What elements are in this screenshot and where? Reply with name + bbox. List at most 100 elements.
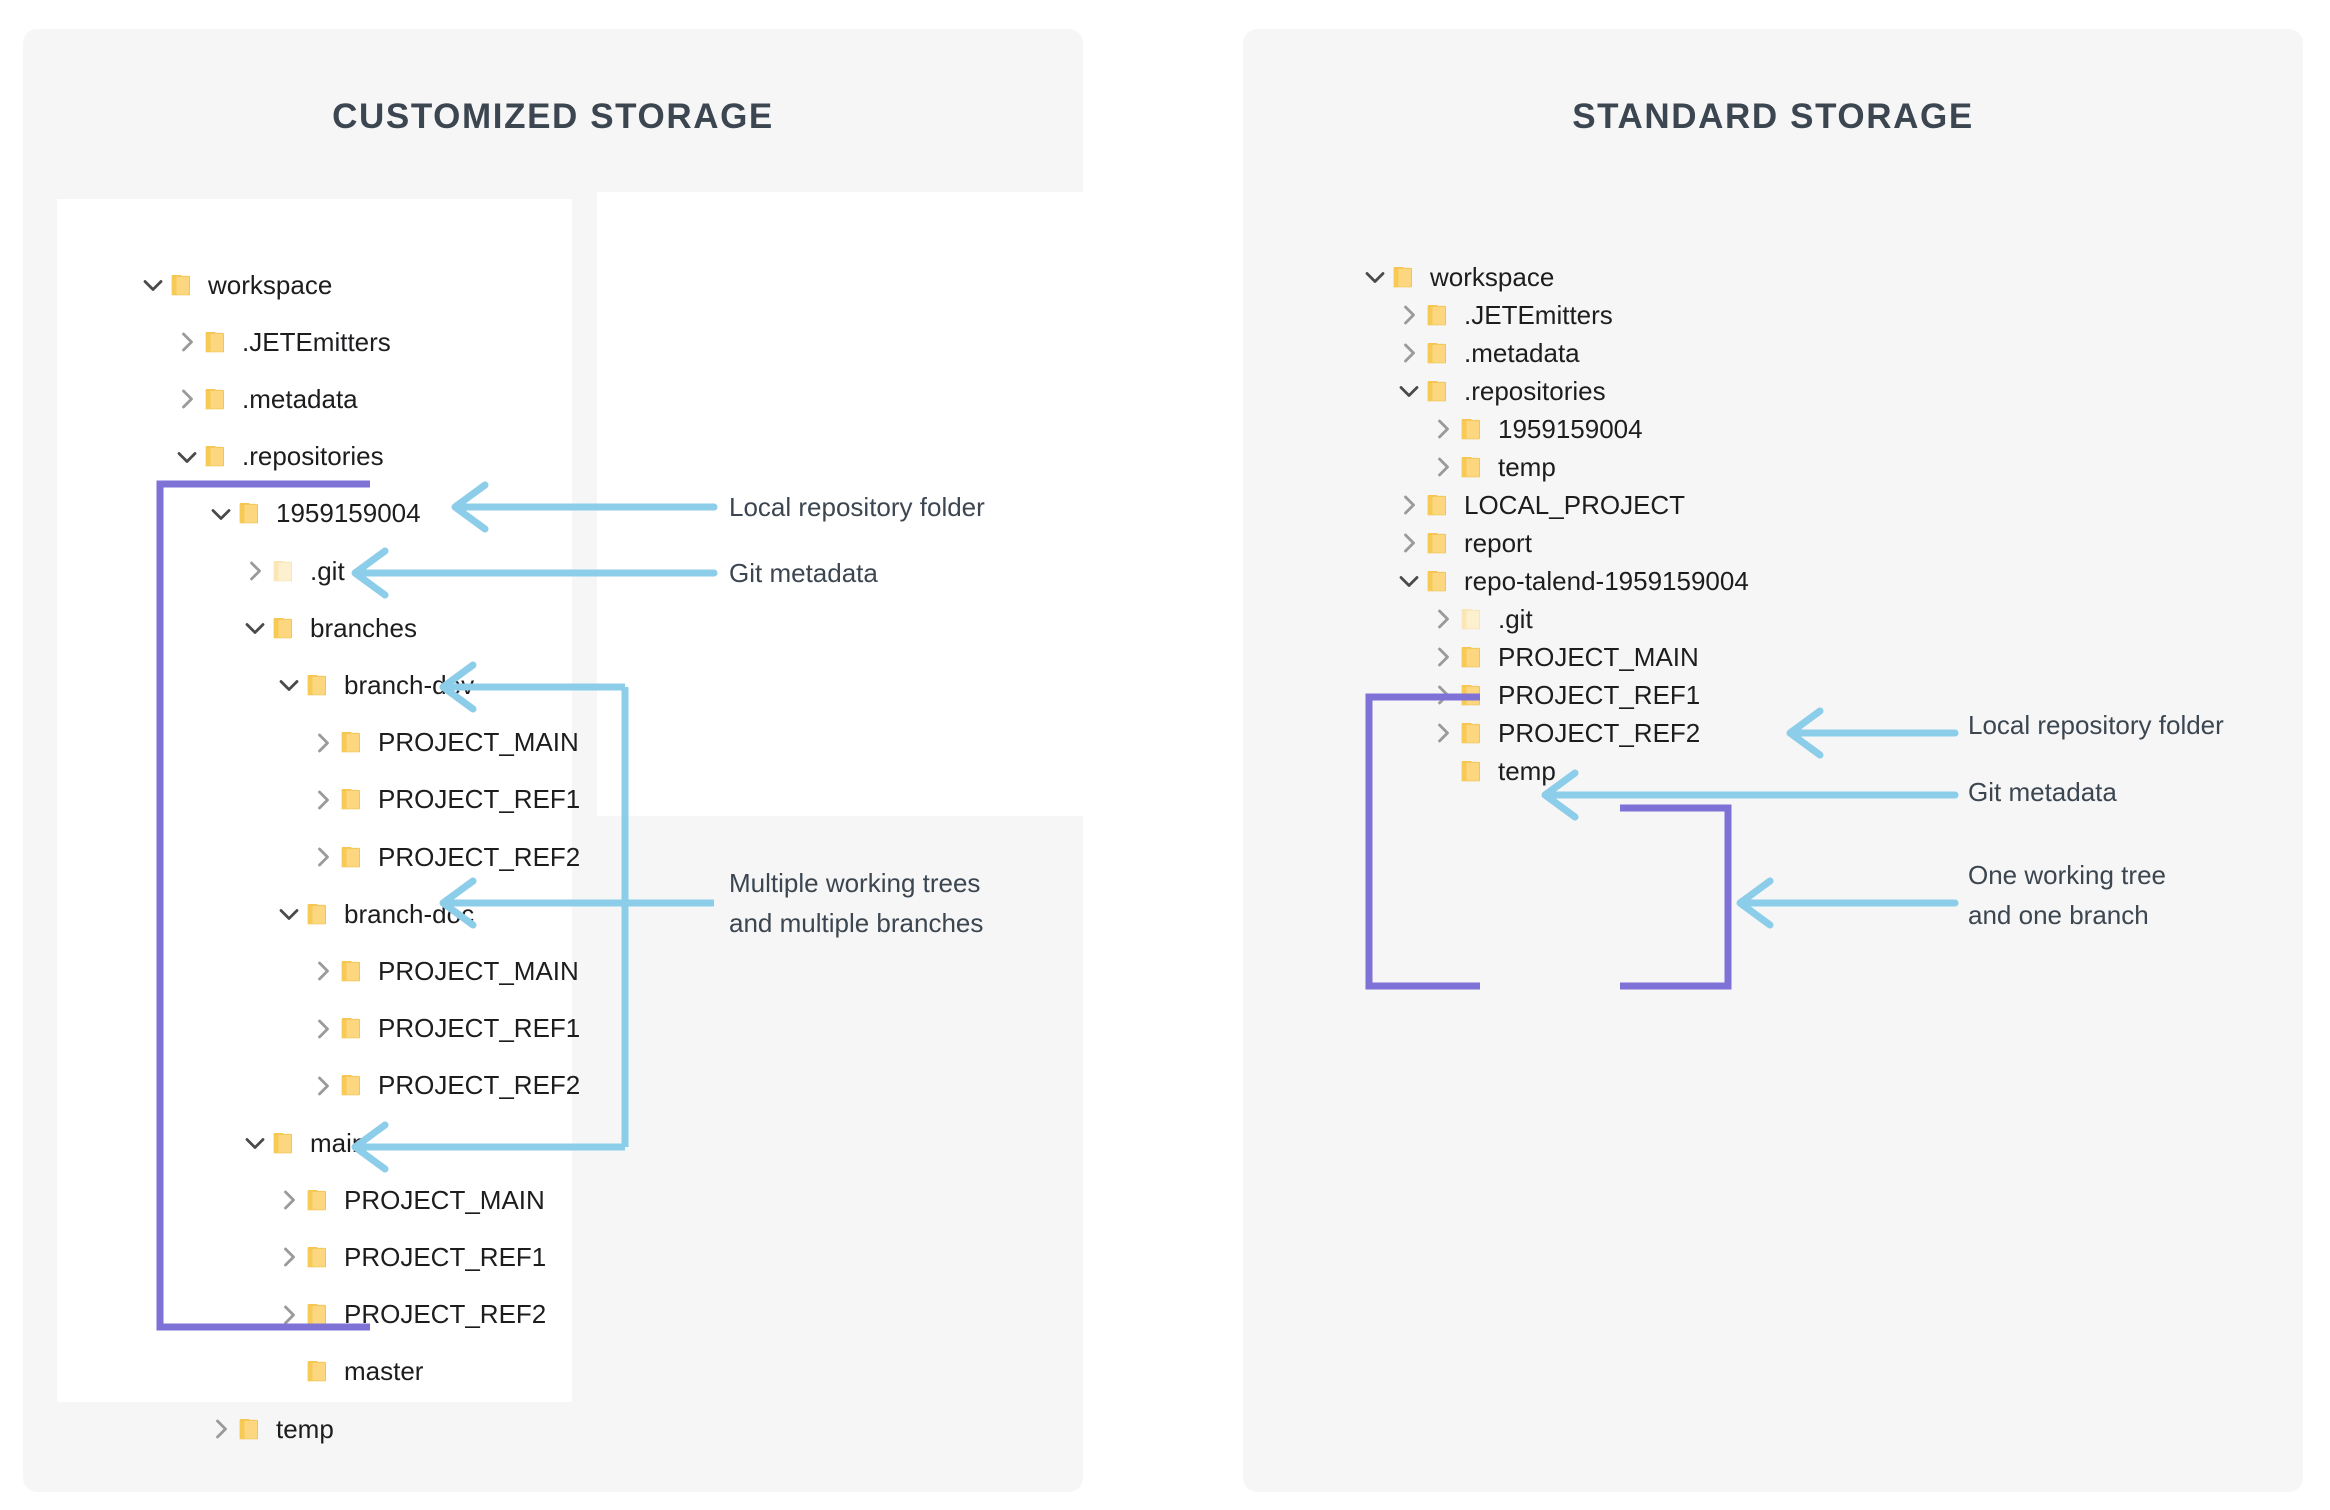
tree-item-git[interactable]: .git [1430,599,1533,639]
chevron-down-icon[interactable] [276,672,302,698]
tree-item-jetemitters[interactable]: .JETEmitters [1396,295,1613,335]
tree-item-metadata[interactable]: .metadata [174,379,358,419]
tree-item-label: master [344,1356,424,1387]
tree-item-label: temp [1498,755,1556,786]
tree-item-label: PROJECT_MAIN [378,955,579,986]
chevron-right-icon[interactable] [1430,454,1456,480]
chevron-down-icon[interactable] [1396,378,1422,404]
panel-standard-storage: STANDARD STORAGE [1243,29,2303,1492]
tree-item-repo-talend-1959159004[interactable]: repo-talend-1959159004 [1396,561,1749,601]
tree-item-label: branches [310,612,417,643]
tree-item-report[interactable]: report [1396,523,1532,563]
chevron-right-icon[interactable] [1430,644,1456,670]
tree-item-project-ref2[interactable]: PROJECT_REF2 [276,1295,546,1335]
chevron-right-icon[interactable] [174,386,200,412]
annotation-git-metadata-right: Git metadata [1968,777,2117,807]
tree-item-git[interactable]: .git [242,551,345,591]
chevron-down-icon[interactable] [276,901,302,927]
tree-item-1959159004[interactable]: 1959159004 [208,494,421,534]
tree-item-label: workspace [208,269,333,300]
chevron-right-icon[interactable] [310,1016,336,1042]
folder-icon [340,960,366,983]
chevron-down-icon[interactable] [174,444,200,470]
tree-item-project-main[interactable]: PROJECT_MAIN [276,1180,545,1220]
chevron-right-icon[interactable] [1396,340,1422,366]
tree-item-project-ref1[interactable]: PROJECT_REF1 [276,1237,546,1277]
tree-item-branch-dev[interactable]: branch-dev [276,665,474,705]
folder-icon [238,1418,264,1441]
chevron-right-icon[interactable] [310,730,336,756]
folder-icon [306,903,332,926]
chevron-down-icon[interactable] [140,272,166,298]
chevron-right-icon[interactable] [310,1073,336,1099]
tree-item-branch-doc[interactable]: branch-doc [276,894,474,934]
tree-item-project-ref1[interactable]: PROJECT_REF1 [310,780,580,820]
chevron-right-icon[interactable] [276,1244,302,1270]
tree-item-label: PROJECT_REF2 [378,1070,581,1101]
tree-item-project-main[interactable]: PROJECT_MAIN [310,951,579,991]
tree-item-local-project[interactable]: LOCAL_PROJECT [1396,485,1685,525]
tree-item-label: .repositories [242,441,384,472]
chevron-right-icon[interactable] [1430,720,1456,746]
tree-item-temp[interactable]: temp [1430,447,1556,487]
chevron-right-icon[interactable] [1396,302,1422,328]
tree-item-project-ref2[interactable]: PROJECT_REF2 [1430,713,1700,753]
tree-item-repositories[interactable]: .repositories [174,437,384,477]
tree-item-label: .git [310,555,345,586]
tree-item-project-ref2[interactable]: PROJECT_REF2 [310,1066,580,1106]
chevron-right-icon[interactable] [1396,530,1422,556]
tree-item-jetemitters[interactable]: .JETEmitters [174,322,391,362]
chevron-down-icon[interactable] [1396,568,1422,594]
chevron-right-icon[interactable] [310,787,336,813]
folder-icon [1426,342,1452,365]
chevron-right-icon[interactable] [310,844,336,870]
tree-item-temp[interactable]: temp [1430,751,1556,791]
chevron-right-icon[interactable] [208,1416,234,1442]
tree-item-project-ref1[interactable]: PROJECT_REF1 [1430,675,1700,715]
tree-item-main[interactable]: main [242,1123,366,1163]
tree-item-1959159004[interactable]: 1959159004 [1430,409,1643,449]
annotation-local-repository-folder-left: Local repository folder [729,492,985,522]
annotation-local-repository-folder-right: Local repository folder [1968,710,2224,740]
tree-item-label: 1959159004 [1498,413,1643,444]
tree-item-project-ref1[interactable]: PROJECT_REF1 [310,1009,580,1049]
folder-icon [1426,570,1452,593]
tree-item-metadata[interactable]: .metadata [1396,333,1580,373]
chevron-right-icon[interactable] [1430,606,1456,632]
chevron-right-icon[interactable] [1430,416,1456,442]
tree-item-label: PROJECT_REF1 [378,1013,581,1044]
chevron-down-icon[interactable] [208,501,234,527]
panel-title-customized: CUSTOMIZED STORAGE [332,97,774,136]
folder-icon [1460,646,1486,669]
tree-item-label: PROJECT_REF1 [344,1241,547,1272]
tree-item-label: temp [276,1413,334,1444]
chevron-right-icon[interactable] [1396,492,1422,518]
chevron-right-icon[interactable] [1430,682,1456,708]
chevron-right-icon[interactable] [310,958,336,984]
tree-item-repositories[interactable]: .repositories [1396,371,1606,411]
annotation-multiple-working-trees-left: Multiple working trees and multiple bran… [729,868,984,938]
chevron-right-icon[interactable] [242,558,268,584]
tree-item-project-main[interactable]: PROJECT_MAIN [1430,637,1699,677]
chevron-down-icon[interactable] [242,615,268,641]
tree-item-master[interactable]: master [276,1352,423,1392]
tree-item-project-main[interactable]: PROJECT_MAIN [310,723,579,763]
tree-item-workspace[interactable]: workspace [1362,257,1554,297]
chevron-right-icon[interactable] [276,1302,302,1328]
tree-item-label: PROJECT_MAIN [1498,641,1699,672]
folder-icon [1426,304,1452,327]
annotation-git-metadata-left: Git metadata [729,558,878,588]
tree-item-project-ref2[interactable]: PROJECT_REF2 [310,837,580,877]
tree-item-workspace[interactable]: workspace [140,265,332,305]
tree-item-branches[interactable]: branches [242,608,417,648]
tree-item-label: workspace [1430,261,1555,292]
tree-item-label: .repositories [1464,375,1606,406]
chevron-down-icon[interactable] [242,1130,268,1156]
tree-item-temp[interactable]: temp [208,1409,334,1449]
chevron-right-icon[interactable] [276,1187,302,1213]
folder-icon [306,1303,332,1326]
tree-item-label: PROJECT_REF2 [378,841,581,872]
tree-item-label: .metadata [1464,337,1580,368]
chevron-right-icon[interactable] [174,329,200,355]
chevron-down-icon[interactable] [1362,264,1388,290]
